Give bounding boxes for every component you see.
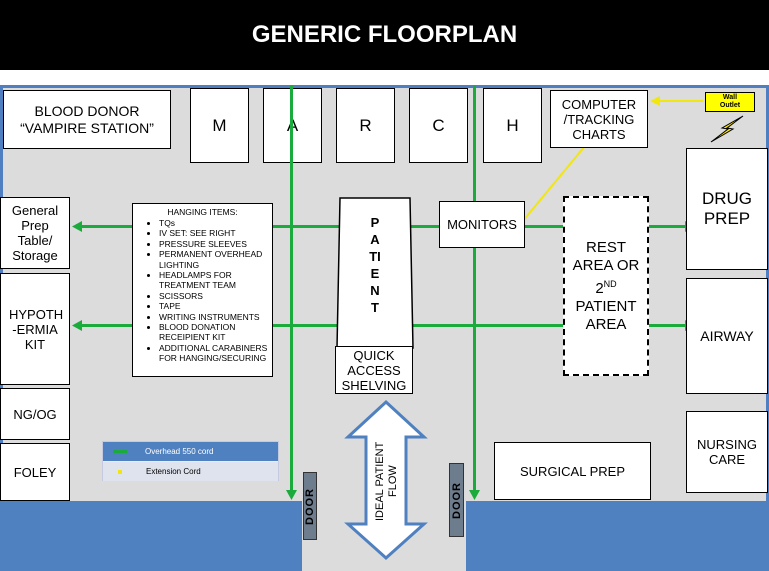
- wall-outlet: Wall Outlet: [705, 92, 755, 112]
- computer-label: COMPUTER /TRACKING CHARTS: [561, 96, 637, 142]
- surgical-prep-label: SURGICAL PREP: [520, 463, 625, 479]
- surgical-prep-area: SURGICAL PREP: [494, 442, 651, 500]
- hanging-items-heading: HANGING ITEMS:: [167, 207, 238, 217]
- hypothermia-label: HYPOTH -ERMIA KIT: [9, 306, 64, 352]
- flow-label-wrap: IDEAL PATIENT FLOW: [369, 426, 405, 536]
- arrowhead-left-lower: [72, 320, 82, 331]
- door-right[interactable]: DOOR: [449, 463, 464, 537]
- arrowhead-down-left: [286, 490, 297, 500]
- quick-access-shelving: QUICK ACCESS SHELVING: [335, 346, 413, 394]
- rest-area: REST AREA OR 2ND PATIENT AREA: [563, 196, 649, 376]
- computer-tracking-charts: COMPUTER /TRACKING CHARTS: [550, 90, 648, 148]
- rest-area-label: REST AREA OR 2ND PATIENT AREA: [572, 238, 640, 333]
- legend-row-overhead: Overhead 550 cord: [103, 442, 278, 461]
- march-letter-h: H: [506, 115, 519, 135]
- march-letter-c: C: [432, 115, 445, 135]
- hypothermia-kit: HYPOTH -ERMIA KIT: [0, 273, 70, 385]
- general-prep-table: General Prep Table/ Storage: [0, 197, 70, 269]
- blood-donor-station: BLOOD DONOR “VAMPIRE STATION”: [3, 90, 171, 149]
- door-left[interactable]: DOOR: [303, 472, 317, 540]
- hanging-items-panel: HANGING ITEMS: TQs IV SET: SEE RIGHT PRE…: [132, 203, 273, 377]
- wall-outlet-label: Wall Outlet: [719, 94, 741, 109]
- outlet-arrowhead: [650, 96, 660, 106]
- march-box-c: C: [409, 88, 468, 163]
- march-letter-m: M: [212, 115, 227, 135]
- foley-station: FOLEY: [0, 443, 70, 501]
- legend-swatch-green: [113, 450, 127, 453]
- monitors-station: MONITORS: [439, 201, 525, 248]
- list-item: IV SET: SEE RIGHT: [159, 228, 268, 238]
- overhead-cord-vertical-left: [290, 85, 293, 495]
- monitors-label: MONITORS: [447, 217, 517, 232]
- overhead-cord-vertical-right: [473, 85, 476, 495]
- ng-og-label: NG/OG: [13, 406, 57, 422]
- door-right-label: DOOR: [450, 481, 463, 519]
- quick-access-label: QUICK ACCESS SHELVING: [341, 347, 407, 393]
- blood-donor-label: BLOOD DONOR “VAMPIRE STATION”: [20, 102, 154, 136]
- extension-cord-line: [521, 145, 586, 223]
- drug-prep-room: DRUG PREP: [686, 148, 768, 270]
- march-box-h: H: [483, 88, 542, 163]
- airway-label: AIRWAY: [700, 327, 754, 344]
- march-box-r: R: [336, 88, 395, 163]
- flow-label: IDEAL PATIENT FLOW: [374, 441, 399, 521]
- overhead-cord-through-a: [290, 88, 293, 163]
- page-title: GENERIC FLOORPLAN: [0, 0, 769, 70]
- legend-swatch-yellow: [118, 469, 122, 474]
- arrowhead-down-right: [469, 490, 480, 500]
- ng-og-station: NG/OG: [0, 388, 70, 440]
- list-item: WRITING INSTRUMENTS: [159, 312, 268, 322]
- list-item: PRESSURE SLEEVES: [159, 239, 268, 249]
- list-item: PERMANENT OVERHEAD LIGHTING: [159, 249, 268, 270]
- general-prep-label: General Prep Table/ Storage: [11, 203, 59, 263]
- list-item: TAPE: [159, 301, 268, 311]
- nursing-care-room: NURSING CARE: [686, 411, 768, 493]
- bottom-wall-right: [466, 501, 769, 571]
- drug-prep-label: DRUG PREP: [701, 189, 753, 228]
- bottom-wall-left: [0, 501, 302, 571]
- airway-room: AIRWAY: [686, 278, 768, 394]
- arrowhead-left-upper: [72, 221, 82, 232]
- lightning-icon: [710, 115, 744, 143]
- legend-overhead-label: Overhead 550 cord: [145, 447, 214, 456]
- foley-label: FOLEY: [13, 464, 57, 480]
- list-item: TQs: [159, 218, 268, 228]
- patient-label: PATIENT: [369, 215, 381, 315]
- list-item: HEADLAMPS FOR TREATMENT TEAM: [159, 270, 268, 291]
- list-item: ADDITIONAL CARABINERS FOR HANGING/SECURI…: [159, 343, 268, 364]
- door-left-label: DOOR: [304, 487, 316, 525]
- list-item: SCISSORS: [159, 291, 268, 301]
- legend: Overhead 550 cord Extension Cord: [102, 441, 279, 481]
- nursing-care-label: NURSING CARE: [697, 437, 757, 467]
- march-letter-r: R: [359, 115, 372, 135]
- legend-extension-label: Extension Cord: [146, 467, 201, 476]
- list-item: BLOOD DONATION RECEIPIENT KIT: [159, 322, 268, 343]
- patient-table-shape: [336, 197, 414, 349]
- legend-row-extension: Extension Cord: [103, 462, 278, 481]
- flow-arrow-icon: [344, 399, 428, 561]
- hanging-items-list: TQs IV SET: SEE RIGHT PRESSURE SLEEVES P…: [137, 218, 268, 364]
- march-box-m: M: [190, 88, 249, 163]
